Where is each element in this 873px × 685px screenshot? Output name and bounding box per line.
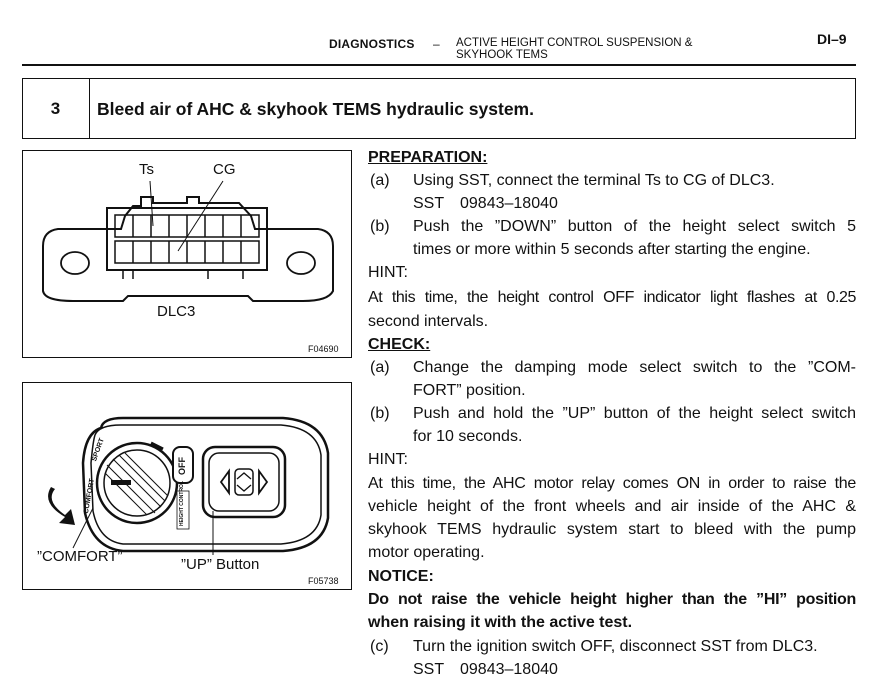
prep-b-line2: times or more within 5 seconds after sta… (413, 241, 811, 258)
dlc3-connector-drawing (42, 180, 334, 302)
check-hint-line3: skyhook TEMS hydraulic system start to b… (368, 521, 856, 538)
label-comfort: ”COMFORT” (37, 548, 123, 565)
off-button-label: OFF (177, 457, 187, 475)
figure-switch: SPORT COMFORT OFF HEIGHT CONTROL ”COMFOR… (22, 382, 352, 590)
figure2-code: F05738 (308, 576, 339, 586)
notice-c-sst-number: 09843–18040 (460, 661, 558, 678)
check-a-line2: FORT” position. (413, 382, 526, 399)
notice-c-sst: SST (413, 661, 445, 678)
header-title-line2: SKYHOOK TEMS (456, 49, 548, 61)
check-heading: CHECK: (368, 336, 431, 353)
check-a-label: (a) (370, 359, 390, 376)
header-dash: – (433, 37, 440, 51)
prep-a-label: (a) (370, 172, 390, 189)
prep-a-sst: SST (413, 195, 445, 212)
prep-b-label: (b) (370, 218, 390, 235)
notice-line1: Do not raise the vehicle height higher t… (368, 591, 856, 608)
header-title-line1: ACTIVE HEIGHT CONTROL SUSPENSION & (456, 37, 693, 49)
check-hint-line2: vehicle height of the front wheels and a… (368, 498, 856, 515)
prep-b-line1: Push the ”DOWN” button of the height sel… (413, 218, 856, 235)
label-dlc3: DLC3 (157, 303, 196, 320)
check-b-line2: for 10 seconds. (413, 428, 523, 445)
notice-heading: NOTICE: (368, 568, 434, 585)
check-hint-line4: motor operating. (368, 544, 485, 561)
header-rule (22, 64, 856, 66)
page-number: DI–9 (817, 31, 847, 47)
prep-a-text: Using SST, connect the terminal Ts to CG… (413, 172, 775, 189)
check-hint-line1: At this time, the AHC motor relay comes … (368, 475, 856, 492)
notice-line2: when raising it with the active test. (368, 614, 633, 631)
prep-hint: HINT: (368, 264, 408, 281)
prep-a-sst-number: 09843–18040 (460, 195, 558, 212)
check-hint: HINT: (368, 451, 408, 468)
notice-c-label: (c) (370, 638, 389, 655)
check-b-line1: Push and hold the ”UP” button of the hei… (413, 405, 856, 422)
step-title: Bleed air of AHC & skyhook TEMS hydrauli… (97, 99, 534, 119)
step-number: 3 (22, 78, 90, 139)
height-select-switch-drawing (48, 416, 330, 555)
label-cg: CG (213, 161, 236, 178)
label-ts: Ts (139, 161, 154, 178)
figure-dlc3: Ts CG DLC3 F04690 (22, 150, 352, 358)
height-control-label: HEIGHT CONTROL (179, 481, 185, 526)
prep-hint-line2: second intervals. (368, 313, 489, 330)
check-a-line1: Change the damping mode select switch to… (413, 359, 856, 376)
preparation-heading: PREPARATION: (368, 149, 488, 166)
check-b-label: (b) (370, 405, 390, 422)
figure1-code: F04690 (308, 344, 339, 354)
step-box (22, 78, 856, 139)
label-up-button: ”UP” Button (181, 556, 260, 573)
header-title: ACTIVE HEIGHT CONTROL SUSPENSION & SKYHO… (456, 37, 692, 61)
notice-c-text: Turn the ignition switch OFF, disconnect… (413, 638, 818, 655)
prep-hint-line1: At this time, the height control OFF ind… (368, 289, 856, 306)
header-section: DIAGNOSTICS (329, 37, 415, 51)
